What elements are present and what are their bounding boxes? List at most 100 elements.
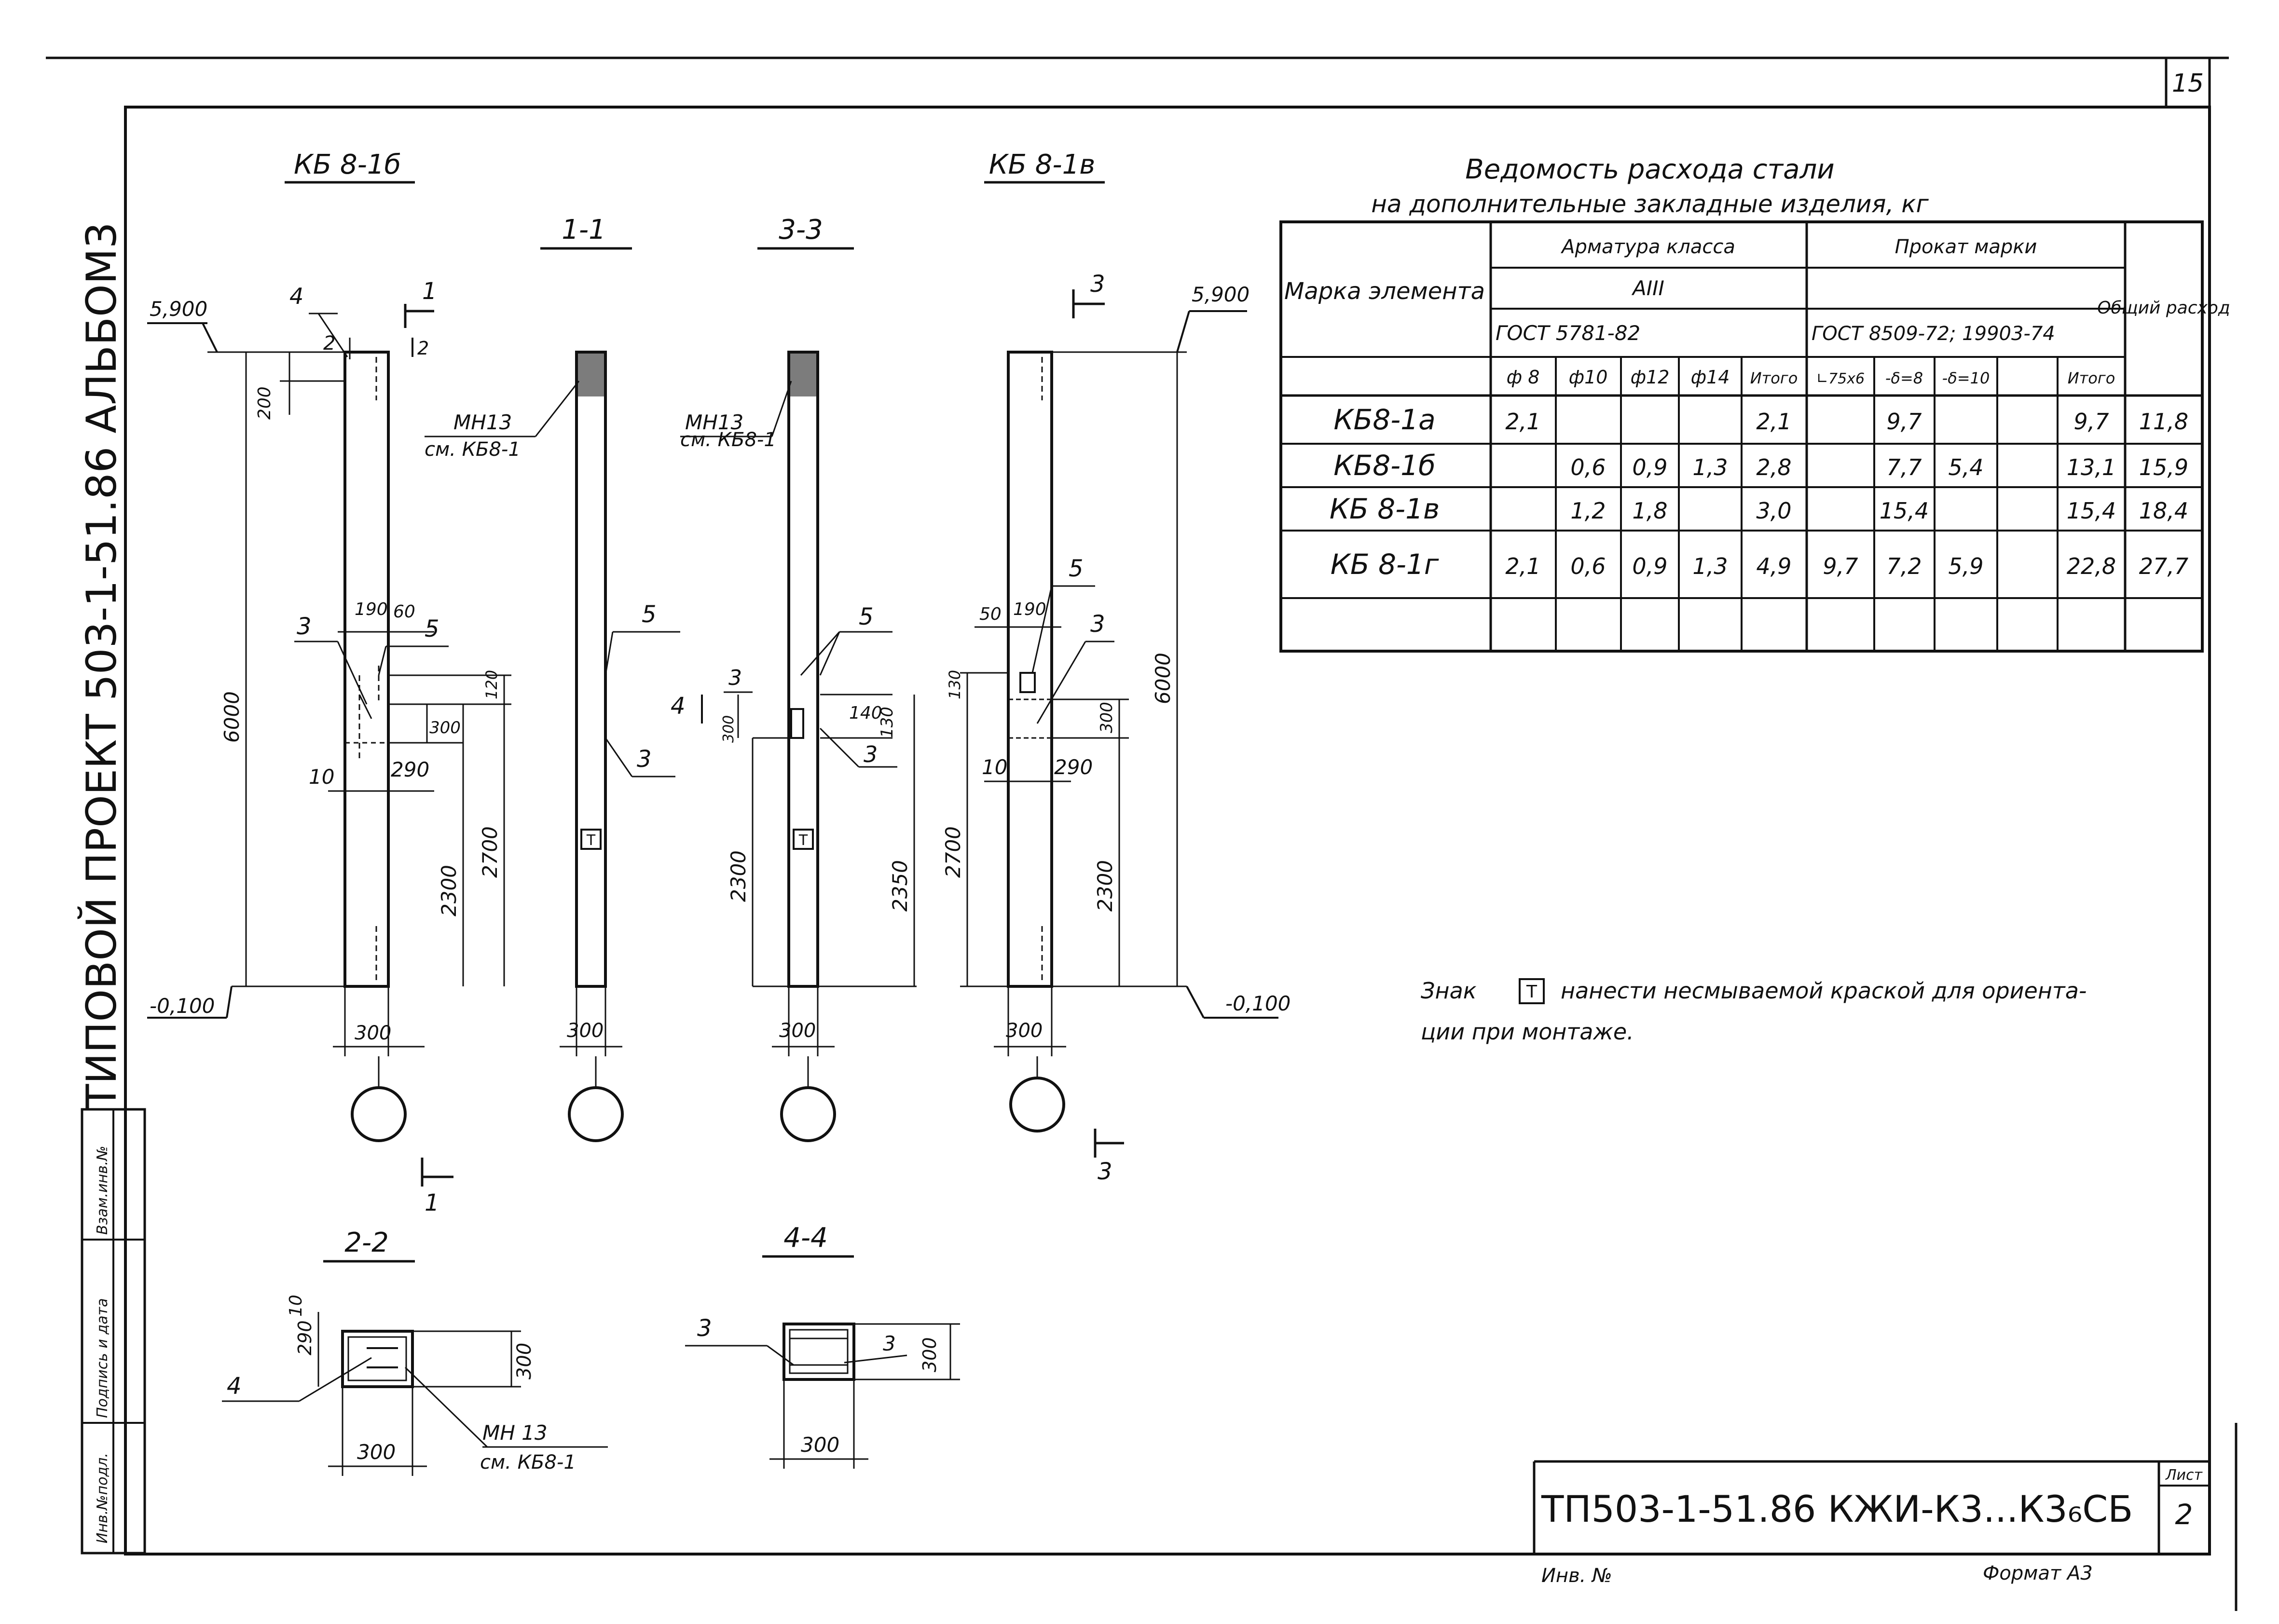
title-3-3: 3-3 [779,214,823,246]
dim-120: 120 [482,670,501,699]
mark-3-1-1: 3 [637,746,652,773]
cell: 13,1 [2067,454,2116,480]
note: Знак Т нанести несмываемой краской для о… [1421,978,2087,1045]
col-total: Общий расход [2097,298,2230,318]
sec44-300v: 300 [919,1337,940,1372]
table-row: КБ 8-1в 1,2 1,8 3,0 15,4 15,4 18,4 [1330,492,2188,525]
sec44-3b: 3 [883,1332,896,1355]
dim-50: 50 [979,604,1002,624]
row-total: 27,7 [2139,553,2188,579]
dim-6000-left: 6000 [220,691,244,743]
mark-5-right: 5 [1069,555,1084,582]
strip-sign: Подпись и дата [94,1298,111,1419]
row-mark: КБ8-1б [1333,449,1435,482]
column-body-left [343,351,390,988]
dim-60: 60 [393,602,415,622]
column-body-1-1 [575,351,607,988]
cell: 1,2 [1570,498,1606,524]
cell: 1,8 [1632,498,1667,524]
rolled-gost: ГОСТ 8509-72; 19903-74 [1812,323,2055,345]
sec22-300h: 300 [357,1440,396,1464]
stamp-format: Формат А3 [1983,1562,2093,1584]
note-part1: Знак [1421,978,1477,1004]
column-circle-a [351,1086,407,1142]
t-sign-3-3-letter: Т [798,832,808,849]
dim-140: 140 [849,703,882,723]
cell: 0,9 [1632,454,1667,480]
view-section-3-3: 3-3 Т МН13 см. КБ8-1 5 3 4 300 140 130 3… [671,214,917,1142]
see-kb8-1-b: см. КБ8-1 [680,429,776,451]
table-row: КБ 8-1г 2,1 0,6 0,9 1,3 4,9 9,7 7,2 5,9 … [1331,548,2189,581]
cell: 15,4 [1880,498,1929,524]
sec44-300h: 300 [801,1433,839,1457]
note-t-sign [1519,978,1545,1004]
sub-itogo-arm: Итого [1750,369,1798,387]
dim-290-a: 290 [391,758,429,781]
arm-grade: АIII [1631,276,1664,300]
sub-f8: ф 8 [1507,367,1540,388]
mark-2-arrow: 2 [417,338,429,359]
dim-10-a: 10 [309,765,334,789]
dim-2700-a: 2700 [478,826,502,878]
cell: 0,6 [1570,553,1606,579]
strip-replace: Взам.инв.№ [94,1146,111,1235]
sec22-290: 290 [294,1320,316,1355]
elev-m0100-left: -0,100 [150,994,215,1018]
row-total: 11,8 [2139,409,2188,435]
mark-1-top: 1 [422,278,437,305]
mark-5-1-1: 5 [642,601,657,628]
dim-10-b: 10 [982,755,1007,779]
mark-1-bottom: 1 [425,1189,439,1216]
mark-4-3-3: 4 [671,693,686,720]
elev-m0100-right: -0,100 [1225,992,1291,1015]
cell: 7,2 [1886,553,1922,579]
row-mark: КБ 8-1в [1330,492,1440,525]
cell: 15,4 [2067,498,2116,524]
cell: 0,9 [1632,553,1667,579]
mark-3-bottom: 3 [1098,1158,1112,1185]
mark-5-left: 5 [425,615,439,642]
page-number: 15 [2172,69,2204,98]
cell: 7,7 [1886,454,1922,480]
view-kb8-1b: КБ 8-1б 5,900 -0,100 6000 200 4 [147,149,511,1216]
view-section-4-4: 4-4 300 3 3 300 [685,1222,960,1469]
table-title-2: на дополнительные закладные изделия, кг [1371,190,1929,218]
sub-f14: ф14 [1691,367,1730,388]
mark-3-3-3: 3 [728,666,742,690]
sheet-frame [124,106,2211,1556]
sec44-3a: 3 [697,1315,712,1342]
section-2-2-outline [341,1330,414,1388]
dim-300-base-b: 300 [567,1020,604,1042]
sec22-300v: 300 [513,1343,535,1379]
table-row: КБ8-1б 0,6 0,9 1,3 2,8 7,7 5,4 13,1 15,9 [1333,449,2188,482]
table-title-1: Ведомость расхода стали [1465,154,1834,185]
dim-300-3-3: 300 [720,715,737,743]
sec22-mark-4: 4 [227,1373,242,1400]
dim-2300-a: 2300 [437,865,461,916]
sec22-10: 10 [286,1295,306,1317]
elev-5900-left: 5,900 [150,297,207,321]
arm-gost: ГОСТ 5781-82 [1496,321,1640,345]
side-stamp: ТИПОВОЙ ПРОЕКТ 503-1-51.86 АЛЬБОМ3 [77,222,126,1110]
sec22-mh13: МН 13 [482,1421,548,1445]
table-row: КБ8-1а 2,1 2,1 9,7 9,7 11,8 [1333,403,2188,436]
dim-300-base-c: 300 [779,1020,816,1042]
mh13-a: МН13 [453,410,512,434]
mark-2: 2 [323,332,335,355]
cell: 1,3 [1692,553,1728,579]
t-sign-3-3 [793,829,814,850]
dim-2300-c: 2300 [1093,860,1117,912]
mark-4: 4 [289,283,303,309]
col-mark: Марка элемента [1284,278,1485,305]
cell: 9,7 [1823,553,1858,579]
column-circle-c [780,1086,836,1142]
sub-angle: ∟75х6 [1816,370,1865,387]
sub-d8: -δ=8 [1885,369,1923,387]
cell: 9,7 [2073,409,2109,435]
cell: 9,7 [1886,409,1922,435]
note-t-letter: Т [1526,982,1538,1002]
table-rows: КБ8-1а 2,1 2,1 9,7 9,7 11,8 КБ8-1б 0,6 0… [1330,403,2188,581]
title-4-4: 4-4 [783,1222,827,1254]
dim-300-a: 300 [429,718,461,737]
